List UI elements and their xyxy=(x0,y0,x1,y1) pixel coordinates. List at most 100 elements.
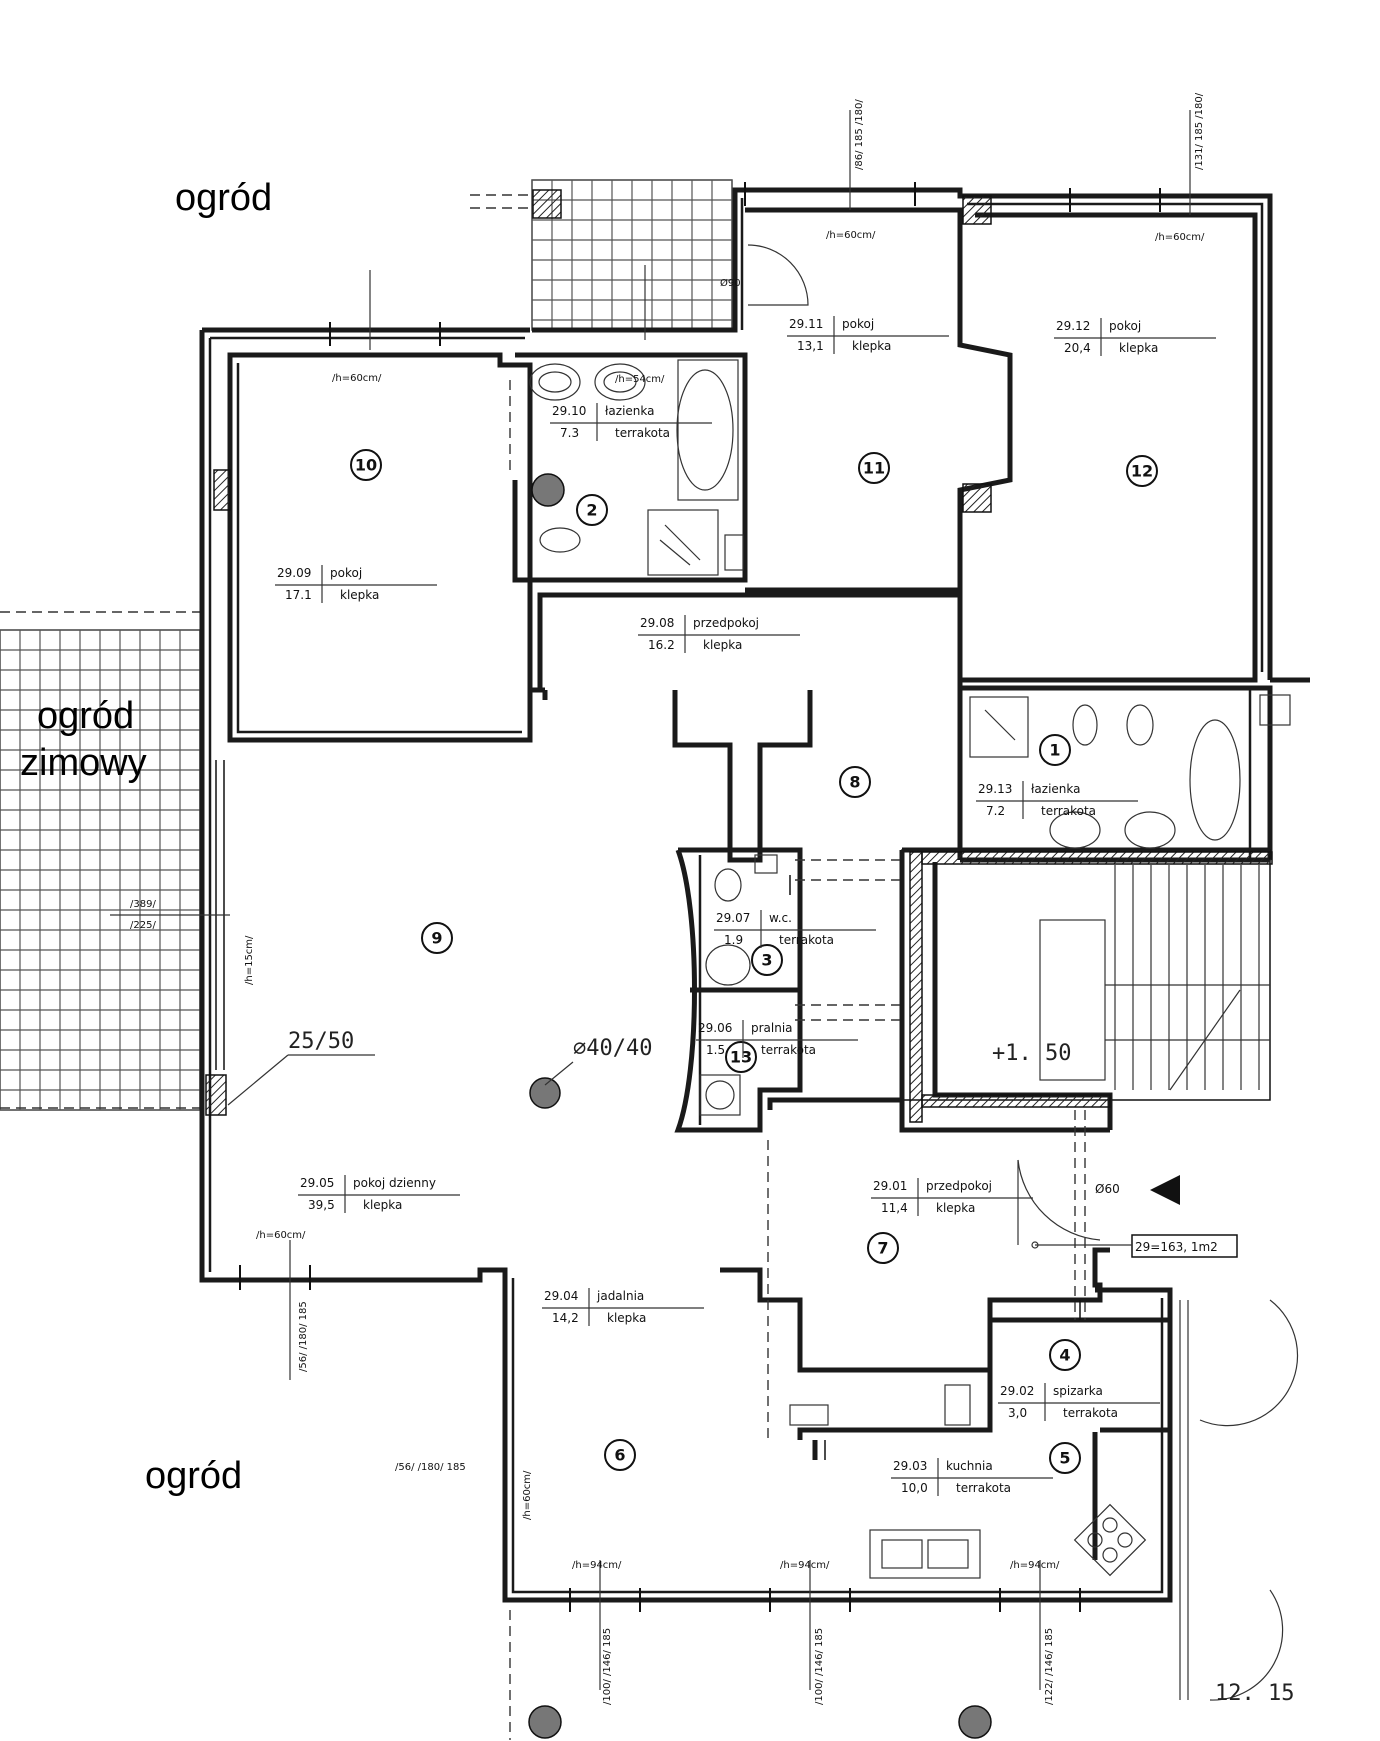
room-number-circle xyxy=(751,944,783,976)
bath-fixtures xyxy=(528,359,1291,1739)
outer-walls xyxy=(199,187,1310,1603)
room-code: 29.11 xyxy=(789,317,823,331)
room-floor: terrakota xyxy=(761,1043,816,1057)
door-60: Ø60 xyxy=(1095,1182,1120,1196)
balcony-top xyxy=(531,179,733,331)
door-90: Ø90 xyxy=(720,277,741,289)
room-name: w.c. xyxy=(769,911,792,925)
room-area: 3,0 xyxy=(1008,1406,1027,1420)
window-h60-r6: /h=60cm/ xyxy=(522,1470,533,1520)
room-code: 29.06 xyxy=(698,1021,732,1035)
room-code: 29.01 xyxy=(873,1179,907,1193)
column-size-25-50: 25/50 xyxy=(288,1029,354,1054)
room-area: 10,0 xyxy=(901,1481,928,1495)
room-number: 9 xyxy=(431,929,442,948)
window-height-r6: /h=94cm/ xyxy=(572,1560,622,1571)
room-number-circle xyxy=(421,922,453,954)
level-bottom: 12. 15 xyxy=(1215,1681,1294,1706)
room-number-circle xyxy=(350,449,382,481)
window-100-146-a: /100/ /146/ 185 xyxy=(602,1628,613,1705)
window-h15: /h=15cm/ xyxy=(244,935,255,985)
room-number: 4 xyxy=(1059,1346,1070,1365)
room-name: pokoj xyxy=(330,566,362,580)
room-floor: klepka xyxy=(363,1198,402,1212)
room-name: łazienka xyxy=(605,404,654,418)
room-floor: terrakota xyxy=(779,933,834,947)
room-code: 29.02 xyxy=(1000,1384,1034,1398)
room-number-circle xyxy=(1049,1339,1081,1371)
room-number: 8 xyxy=(849,773,860,792)
room-number-circle xyxy=(839,766,871,798)
garden-label-top: ogród xyxy=(175,177,272,219)
room-number: 5 xyxy=(1059,1449,1070,1468)
room-number: 11 xyxy=(863,459,885,478)
window-marks xyxy=(110,110,1191,1690)
window-height-r5b: /h=94cm/ xyxy=(1010,1560,1060,1571)
room-name: pokoj xyxy=(842,317,874,331)
room-number: 3 xyxy=(761,951,772,970)
hidden-lines xyxy=(470,194,1086,1740)
winter-garden-label-1: ogród xyxy=(37,695,134,737)
room-number-circle xyxy=(725,1041,757,1073)
room-area: 7.2 xyxy=(986,804,1005,818)
room-name: pokoj xyxy=(1109,319,1141,333)
garden-label-bottom: ogród xyxy=(145,1455,242,1497)
room-floor: klepka xyxy=(607,1311,646,1325)
room-name: przedpokoj xyxy=(926,1179,992,1193)
window-height-r2: /h=54cm/ xyxy=(615,374,665,385)
room-code: 29.08 xyxy=(640,616,674,630)
room-code: 29.10 xyxy=(552,404,586,418)
room-area: 14,2 xyxy=(552,1311,579,1325)
winter-garden-area xyxy=(0,611,201,1111)
wall-pillars xyxy=(205,189,992,1116)
room-area: 11,4 xyxy=(881,1201,908,1215)
window-389: /389/ xyxy=(130,899,156,910)
room-floor: terrakota xyxy=(615,426,670,440)
room-9: 9 29.05 pokoj dzienny 39,5 klepka xyxy=(298,922,460,1213)
room-number: 7 xyxy=(877,1239,888,1258)
room-code: 29.12 xyxy=(1056,319,1090,333)
winter-garden-label-2: zimowy xyxy=(20,742,147,784)
room-code: 29.09 xyxy=(277,566,311,580)
room-area: 13,1 xyxy=(797,339,824,353)
room-code: 29.05 xyxy=(300,1176,334,1190)
room-number: 1 xyxy=(1049,741,1060,760)
window-100-146-b: /100/ /146/ 185 xyxy=(814,1628,825,1705)
room-area: 7.3 xyxy=(560,426,579,440)
window-225: /225/ xyxy=(130,920,156,931)
room-name: pralnia xyxy=(751,1021,793,1035)
room-name: przedpokoj xyxy=(693,616,759,630)
room-number-circle xyxy=(867,1232,899,1264)
room-number-circle xyxy=(1049,1442,1081,1474)
interior-walls xyxy=(227,207,1273,1560)
window-56-180: /56/ /180/ 185 xyxy=(298,1301,309,1372)
stair-level: +1. 50 xyxy=(992,1041,1071,1066)
room-floor: terrakota xyxy=(956,1481,1011,1495)
room-code: 29.07 xyxy=(716,911,750,925)
window-height-r9: /h=60cm/ xyxy=(256,1230,306,1241)
window-height-r10: /h=60cm/ xyxy=(332,373,382,384)
room-floor: terrakota xyxy=(1041,804,1096,818)
room-floor: klepka xyxy=(1119,341,1158,355)
room-number: 2 xyxy=(586,501,597,520)
column-size-40-40: ⌀40/40 xyxy=(573,1036,652,1061)
room-area: 16.2 xyxy=(648,638,675,652)
room-floor: klepka xyxy=(936,1201,975,1215)
room-name: kuchnia xyxy=(946,1459,993,1473)
room-name: pokoj dzienny xyxy=(353,1176,436,1190)
room-number-circle xyxy=(576,494,608,526)
doors xyxy=(747,244,1299,1701)
room-number-circle xyxy=(604,1439,636,1471)
room-area: 39,5 xyxy=(308,1198,335,1212)
